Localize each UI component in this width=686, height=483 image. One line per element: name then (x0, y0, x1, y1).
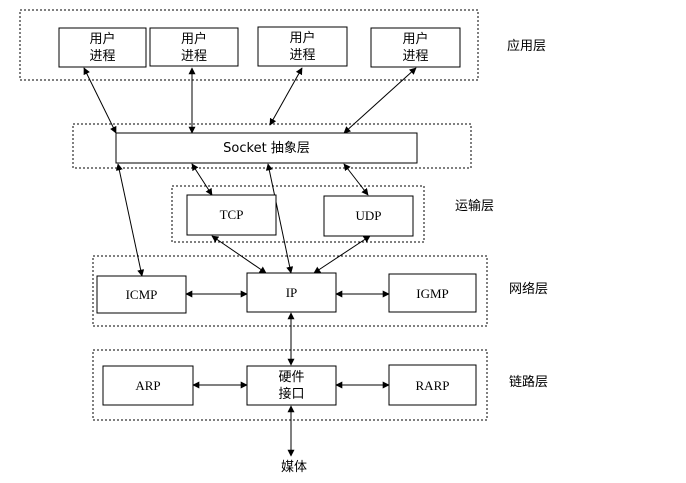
node-label: UDP (355, 208, 381, 223)
network-layer-label: 网络层 (509, 281, 548, 297)
node-label: ICMP (126, 287, 158, 302)
node-label: RARP (416, 378, 450, 393)
node-label: 用户 (289, 30, 315, 46)
hardware-interface-node: 硬件 接口 (246, 365, 337, 406)
arrow-tcp-ip (211, 235, 267, 274)
transport-layer-group (171, 185, 425, 243)
igmp-node: IGMP (388, 273, 477, 313)
node-label: 进程 (181, 49, 207, 64)
arrow-udp-ip (313, 235, 371, 274)
user-process-4: 用户 进程 (370, 27, 461, 68)
transport-layer-label: 运输层 (455, 198, 494, 214)
link-layer-label: 链路层 (509, 374, 548, 390)
node-label: 进程 (89, 49, 115, 64)
arrow-process4-socket (343, 67, 417, 134)
arp-node: ARP (102, 365, 194, 406)
node-label: IP (286, 285, 298, 300)
node-label: Socket 抽象层 (223, 141, 310, 156)
node-label: IGMP (416, 286, 449, 301)
user-process-1: 用户 进程 (58, 27, 147, 68)
application-layer-group (19, 9, 479, 81)
arrow-process1-socket (83, 67, 117, 134)
icmp-node: ICMP (96, 275, 187, 314)
user-process-2: 用户 进程 (149, 27, 239, 67)
arrow-socket-ip (265, 163, 294, 274)
node-label: TCP (220, 207, 244, 222)
node-label: ARP (135, 378, 160, 393)
node-label: 进程 (402, 49, 428, 64)
socket-layer-node: Socket 抽象层 (115, 132, 418, 164)
node-label: 用户 (402, 31, 428, 47)
node-label: 接口 (278, 386, 304, 402)
node-label: 硬件 (278, 370, 304, 385)
ip-node: IP (246, 272, 337, 313)
node-label: 用户 (181, 31, 207, 47)
media-label: 媒体 (281, 460, 307, 475)
arrow-socket-tcp (191, 163, 213, 196)
node-label: 用户 (89, 31, 115, 47)
arrow-process3-socket (269, 67, 303, 126)
arrow-socket-icmp (115, 163, 145, 277)
node-label: 进程 (289, 48, 315, 63)
rarp-node: RARP (388, 364, 477, 406)
user-process-3: 用户 进程 (257, 26, 348, 67)
application-layer-label: 应用层 (507, 38, 546, 54)
tcp-node: TCP (186, 194, 277, 236)
udp-node: UDP (323, 195, 414, 237)
arrow-socket-udp (343, 163, 369, 196)
